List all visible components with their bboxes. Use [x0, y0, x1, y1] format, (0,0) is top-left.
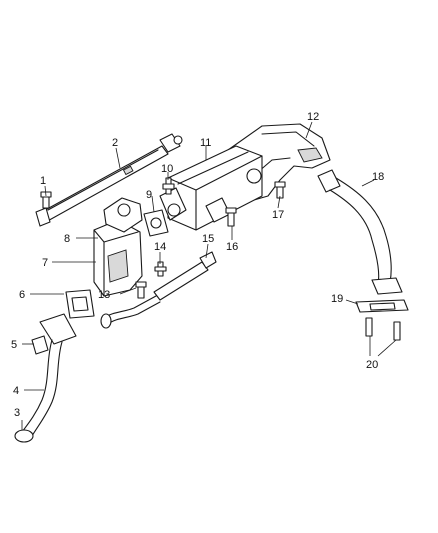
part-20-studs [365, 317, 401, 341]
callout-labels: 1 2 3 4 5 6 7 8 9 10 11 12 13 14 15 16 1… [11, 111, 384, 419]
callout-6: 6 [19, 289, 25, 301]
callout-11: 11 [200, 137, 211, 149]
part-11-egr-cooler [159, 145, 263, 231]
part-19-gasket [355, 299, 409, 313]
callout-10: 10 [161, 163, 173, 175]
callout-18: 18 [372, 171, 384, 183]
callout-7: 7 [42, 257, 48, 269]
part-15-tube [100, 251, 217, 329]
part-2-tube [35, 133, 183, 227]
part-13-bolt [135, 281, 147, 299]
part-16-bolt [225, 207, 237, 227]
callout-13: 13 [98, 289, 110, 301]
callout-3: 3 [14, 407, 20, 419]
part-7-egr-valve [93, 219, 143, 297]
callout-16: 16 [226, 241, 238, 253]
part-10-stud [162, 177, 175, 195]
part-14-stud [154, 261, 167, 277]
part-18-outlet-pipe [317, 169, 403, 295]
part-4-egr-tube [14, 313, 77, 443]
callout-19: 19 [331, 293, 343, 305]
leader-lines [21, 121, 397, 430]
part-9-gasket [143, 209, 169, 237]
part-6-gasket [65, 289, 95, 319]
callout-14: 14 [154, 241, 166, 253]
callout-5: 5 [11, 339, 17, 351]
part-8-egr-actuator [103, 197, 143, 233]
callout-17: 17 [272, 209, 284, 221]
callout-12: 12 [307, 111, 319, 123]
callout-1: 1 [40, 175, 46, 187]
callout-20: 20 [366, 359, 378, 371]
callout-8: 8 [64, 233, 70, 245]
callout-2: 2 [112, 137, 118, 149]
part-17-bolt [274, 181, 286, 199]
callout-9: 9 [146, 189, 152, 201]
part-5-clamp [31, 335, 49, 355]
callout-15: 15 [202, 233, 214, 245]
callout-4: 4 [13, 385, 19, 397]
